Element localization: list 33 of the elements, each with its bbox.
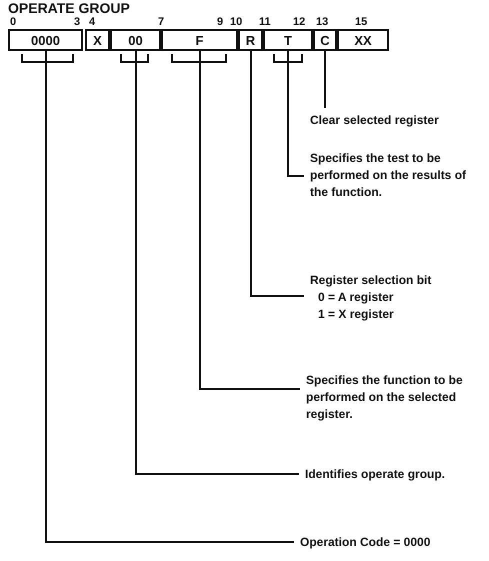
bit-number: 11 bbox=[259, 16, 271, 28]
description-item: 0 = A register bbox=[317, 289, 394, 306]
bit-field: C bbox=[313, 29, 337, 51]
leader-line bbox=[45, 51, 294, 543]
bit-number: 15 bbox=[355, 16, 368, 28]
bit-number: 10 bbox=[230, 16, 242, 28]
description-text: Identifies operate group. bbox=[305, 466, 485, 483]
description-text: Clear selected register bbox=[310, 112, 485, 129]
bit-field: F bbox=[161, 29, 238, 51]
bit-field: T bbox=[263, 29, 313, 51]
description-item: 1 = X register bbox=[317, 306, 394, 323]
leader-line bbox=[287, 51, 304, 177]
description-text: Specifies the test to be performed on the results of the function. bbox=[310, 150, 485, 201]
description-heading: Register selection bit bbox=[310, 272, 432, 289]
title: OPERATE GROUP bbox=[8, 0, 130, 16]
bit-field: 00 bbox=[110, 29, 161, 51]
bit-field: XX bbox=[337, 29, 389, 51]
bit-number: 12 bbox=[293, 16, 306, 28]
leader-line bbox=[324, 51, 326, 108]
bit-number: 13 bbox=[316, 16, 328, 28]
description-text: Operation Code = 0000 bbox=[300, 534, 485, 551]
leader-line bbox=[199, 51, 300, 390]
bit-field: X bbox=[85, 29, 110, 51]
leader-line bbox=[250, 51, 304, 297]
leader-line bbox=[135, 51, 299, 475]
bit-number: 9 bbox=[217, 16, 224, 28]
bit-number: 0 bbox=[10, 16, 16, 28]
bit-field: 0000 bbox=[8, 29, 83, 51]
description-text: Specifies the function to be performed on the selected register. bbox=[306, 372, 486, 423]
bit-number: 7 bbox=[158, 16, 164, 28]
bit-number: 4 bbox=[89, 16, 96, 28]
bit-number: 3 bbox=[74, 16, 80, 28]
bit-field: R bbox=[238, 29, 263, 51]
